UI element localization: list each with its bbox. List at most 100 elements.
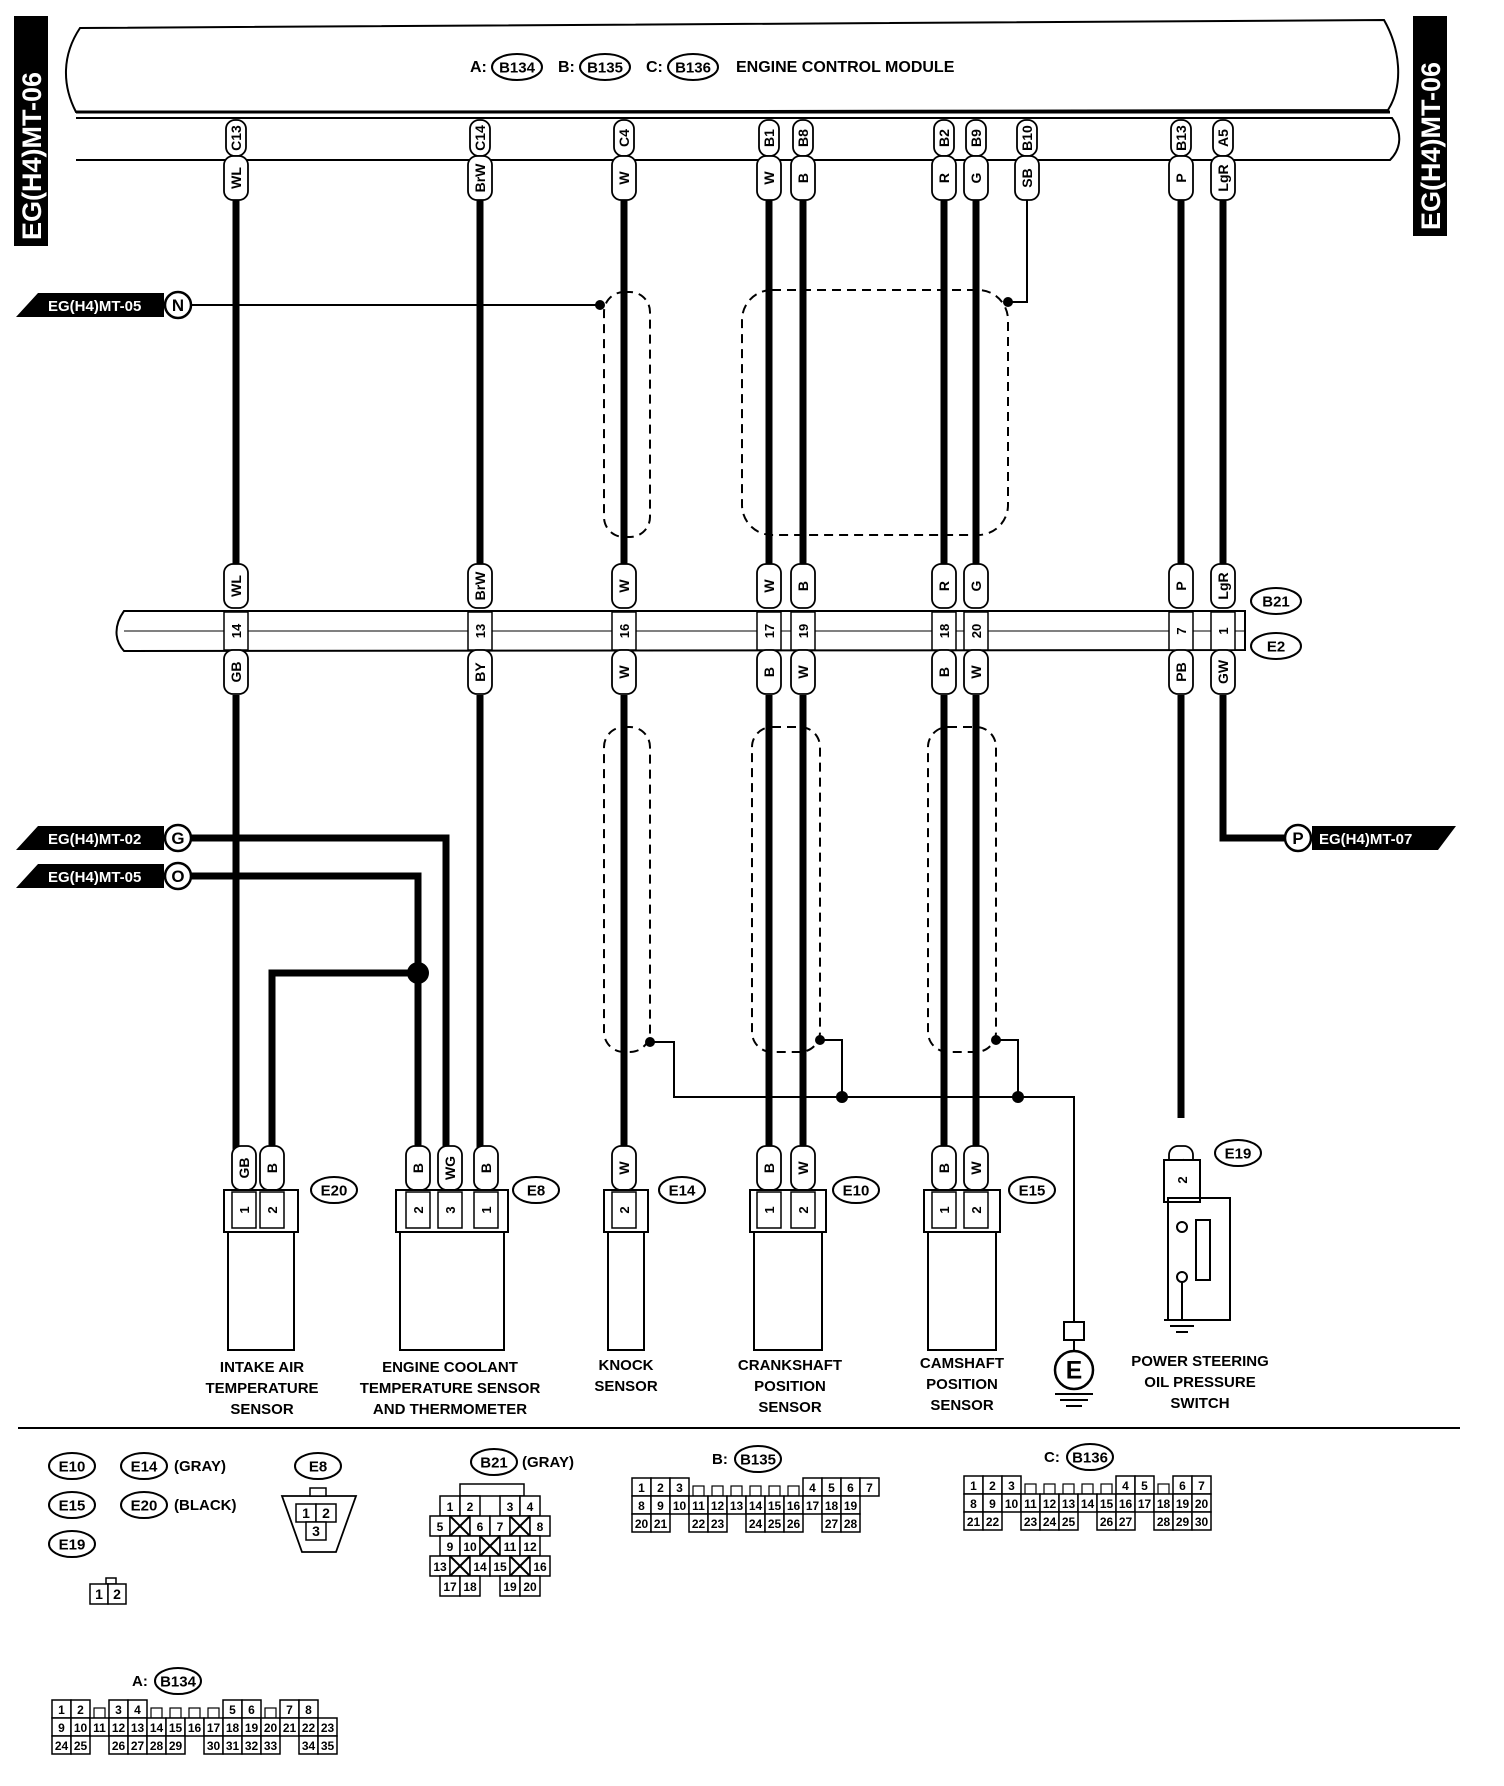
- ground-e-symbol-circle: [1053, 1349, 1095, 1391]
- component-wire-color-1-text: W: [795, 1161, 811, 1175]
- legend-pin: 23: [1024, 1515, 1038, 1529]
- mid-lower-color-3-box: [756, 649, 782, 695]
- legend-id: B136: [1066, 1443, 1114, 1471]
- mid-upper-color-3-box: [756, 563, 782, 609]
- wire-e20-b: [268, 969, 418, 1150]
- mid-lower-color-3-text: B: [761, 667, 777, 677]
- page-ref-symbol-circle: [163, 861, 193, 891]
- mid-lower-color-4: W: [790, 649, 816, 695]
- component-connector-id: E10: [832, 1176, 880, 1204]
- ecm-pin-b9: B9: [965, 119, 987, 157]
- component-pin: 2: [796, 1206, 811, 1213]
- legend-note-e20: (BLACK): [174, 1497, 236, 1514]
- legend-pin: 21: [283, 1721, 297, 1735]
- wires: [190, 160, 1285, 1322]
- legend-pin: 5: [1141, 1479, 1148, 1493]
- legend-id-text: B135: [740, 1451, 776, 1468]
- upper-color-0: WL: [223, 155, 249, 201]
- legend-id-e19-text: E19: [59, 1536, 86, 1553]
- legend-pin: 32: [245, 1739, 259, 1753]
- legend-b21-pin: 2: [467, 1500, 474, 1514]
- legend-b21-pin: 8: [537, 1520, 544, 1534]
- component-body: [227, 1231, 295, 1351]
- ecm-pin-c14-text: C14: [472, 125, 488, 151]
- component-wire-color-2: B: [473, 1145, 499, 1191]
- connector-e2-outline: [1250, 632, 1302, 660]
- component-name-line: SENSOR: [758, 1399, 822, 1416]
- legend-pin: 22: [692, 1517, 706, 1531]
- component-pin: 3: [443, 1206, 458, 1213]
- legend-prefix: B:: [712, 1451, 728, 1468]
- legend-pin: 26: [1100, 1515, 1114, 1529]
- page-ref-symbol-letter: P: [1292, 829, 1303, 848]
- mid-upper-color-5: R: [931, 563, 957, 609]
- legend-pin: 33: [264, 1739, 278, 1753]
- legend-b21-pin: 16: [533, 1560, 547, 1574]
- legend-cell: [982, 1511, 1003, 1531]
- legend-cell: [260, 1735, 281, 1755]
- upper-color-9-text: LgR: [1215, 164, 1231, 191]
- legend-pin: 27: [1119, 1515, 1133, 1529]
- component-wire-color-0-text: B: [410, 1163, 426, 1173]
- wire-labels: C13WLC14BrWC4WB1WB8BB2RB9GB10SBB13PA5LgR…: [223, 119, 1236, 695]
- legend-pin: 4: [809, 1481, 816, 1495]
- legend-pin: 11: [93, 1721, 106, 1735]
- component-pin-box: [931, 1191, 957, 1229]
- component-connector-id-text: E14: [669, 1182, 696, 1199]
- svg-text:EG(H4)MT-06: EG(H4)MT-06: [1416, 62, 1446, 230]
- component-body: [607, 1231, 645, 1351]
- mid-pin-18: 18: [937, 624, 952, 638]
- legend-id: B134: [154, 1667, 202, 1695]
- mid-lower-color-4-box: [790, 649, 816, 695]
- component-body: [927, 1231, 997, 1351]
- component-pin-box: [756, 1191, 782, 1229]
- upper-color-5: R: [931, 155, 957, 201]
- legend-e8-pin-box: [305, 1521, 327, 1541]
- mid-pin-19: 19: [796, 624, 811, 638]
- page-ref-symbol-circle: [163, 290, 193, 320]
- legend-id-e14: E14: [120, 1452, 168, 1480]
- upper-color-3: W: [756, 155, 782, 201]
- upper-color-2-text: W: [616, 171, 632, 185]
- component-pin: 1: [479, 1206, 494, 1213]
- legend-id-b21-outline: [470, 1448, 518, 1476]
- legend-cell: [1058, 1511, 1079, 1531]
- legend-b21-pin: 10: [463, 1540, 477, 1554]
- legend-pin: 14: [150, 1721, 164, 1735]
- legend-cell: [317, 1735, 338, 1755]
- ecm-pin-c13-text: C13: [228, 125, 244, 151]
- legend-b21-blank: [509, 1515, 531, 1537]
- legend-pin: 20: [264, 1721, 278, 1735]
- legend-pin: 26: [112, 1739, 126, 1753]
- component-body: [399, 1231, 505, 1351]
- legend-pin: 2: [77, 1703, 84, 1717]
- mid-lower-color-0-box: [223, 649, 249, 695]
- legend-pin: 12: [112, 1721, 126, 1735]
- mid-lower-color-6: W: [963, 649, 989, 695]
- legend-id-e20-outline: [120, 1491, 168, 1519]
- shield-upper-crank-cam: [741, 289, 1009, 536]
- component-connector-id-outline: [832, 1176, 880, 1204]
- page-id-left: EG(H4)MT-06: [14, 16, 48, 246]
- legend-b21-pin: 17: [443, 1580, 457, 1594]
- legend-pin: 28: [1157, 1515, 1171, 1529]
- upper-color-0-box: [223, 155, 249, 201]
- switch-element: [1195, 1219, 1211, 1281]
- component-wire-color-0-text: B: [936, 1163, 952, 1173]
- legend-id: B135: [734, 1445, 782, 1473]
- legend-cell: [1191, 1511, 1212, 1531]
- mid-pin-16: 16: [617, 624, 632, 638]
- junction-dot: [836, 1091, 848, 1103]
- legend-pin: 10: [673, 1499, 687, 1513]
- legend-b21-pin: 3: [507, 1500, 514, 1514]
- legend-cell: [1115, 1511, 1136, 1531]
- legend-pin: 30: [1195, 1515, 1209, 1529]
- mid-lower-color-6-text: W: [968, 665, 984, 679]
